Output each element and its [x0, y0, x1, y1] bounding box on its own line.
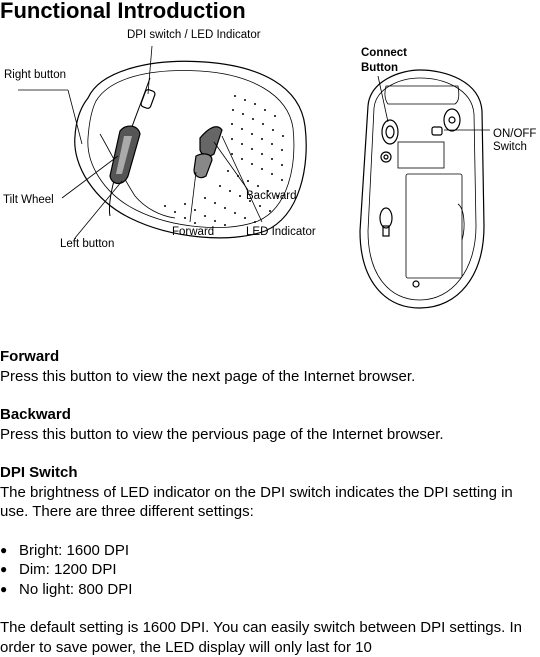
label-led-indicator: LED Indicator: [246, 226, 316, 238]
mouse-bottom-view: [359, 69, 490, 309]
mouse-diagram: DPI switch / LED Indicator Right button …: [0, 26, 540, 326]
dpi-switch-heading: DPI Switch: [0, 464, 78, 481]
list-item: Bright: 1600 DPI: [0, 541, 540, 561]
backward-text: Press this button to view the pervious p…: [0, 425, 444, 443]
document-body: Forward Press this button to view the ne…: [0, 347, 540, 657]
label-left-button: Left button: [60, 238, 115, 250]
label-forward: Forward: [172, 226, 215, 238]
label-connect-button: Connect Button: [361, 47, 407, 74]
mouse-illustrations: [18, 45, 490, 309]
list-item: No light: 800 DPI: [0, 580, 540, 600]
label-dpi-switch-led: DPI switch / LED Indicator: [127, 29, 261, 41]
default-setting-note: The default setting is 1600 DPI. You can…: [0, 619, 522, 656]
page-title: Functional Introduction: [0, 0, 246, 23]
forward-text: Press this button to view the next page …: [0, 367, 416, 385]
forward-heading: Forward: [0, 348, 60, 365]
list-item: Dim: 1200 DPI: [0, 560, 540, 580]
backward-heading: Backward: [0, 406, 71, 423]
label-tilt-wheel: Tilt Wheel: [3, 194, 54, 206]
label-backward: Backward: [246, 190, 297, 202]
mouse-top-view: [18, 45, 307, 239]
label-right-button: Right button: [4, 69, 67, 81]
dpi-switch-text: The brightness of LED indicator on the D…: [0, 483, 513, 521]
label-on-off-switch: ON/OFF Switch: [493, 128, 537, 153]
dpi-settings-list: Bright: 1600 DPI Dim: 1200 DPI No light:…: [0, 541, 540, 600]
